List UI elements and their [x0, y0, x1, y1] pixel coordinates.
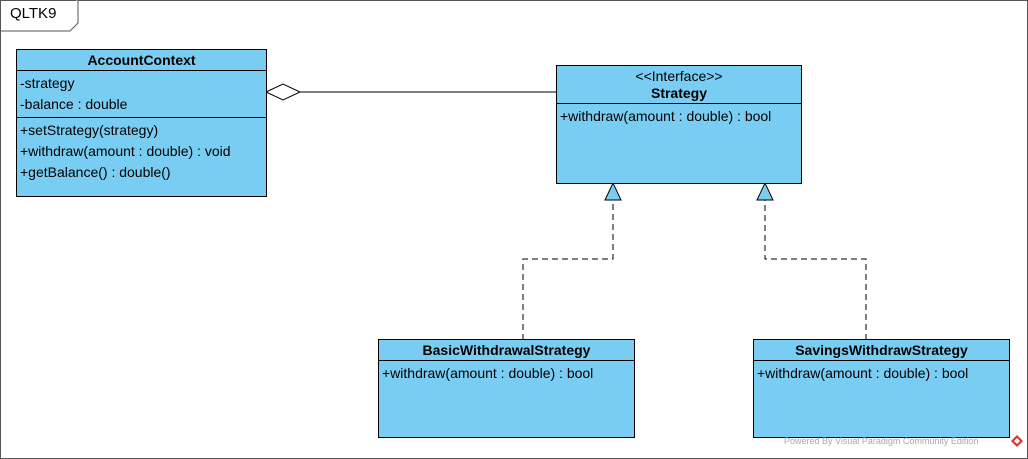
class-name: BasicWithdrawalStrategy — [379, 340, 634, 361]
class-header: <<Interface>> Strategy — [557, 66, 801, 104]
realization-arrowhead-savings — [756, 181, 774, 201]
attribute: -strategy — [20, 75, 75, 91]
class-basic-withdrawal-strategy[interactable]: BasicWithdrawalStrategy +withdraw(amount… — [378, 339, 635, 438]
class-name: AccountContext — [17, 50, 266, 71]
class-strategy-interface[interactable]: <<Interface>> Strategy +withdraw(amount … — [556, 65, 802, 184]
operation: +setStrategy(strategy) — [20, 122, 159, 138]
watermark-text: Powered By Visual Paradigm Community Edi… — [784, 436, 979, 446]
frame-tab — [0, 0, 79, 32]
realization-line-basic — [522, 200, 614, 340]
operation: +withdraw(amount : double) : bool — [560, 108, 772, 124]
frame-title: QLTK9 — [10, 5, 57, 22]
aggregation-diamond — [264, 83, 302, 101]
operation-compartment: +setStrategy(strategy) +withdraw(amount … — [17, 118, 266, 185]
class-savings-withdraw-strategy[interactable]: SavingsWithdrawStrategy +withdraw(amount… — [753, 339, 1010, 438]
class-name: SavingsWithdrawStrategy — [754, 340, 1009, 361]
attribute-compartment: -strategy -balance : double — [17, 71, 266, 118]
operation-compartment: +withdraw(amount : double) : bool — [754, 361, 1009, 386]
realization-arrowhead-basic — [604, 181, 622, 201]
realization-line-savings — [764, 200, 867, 340]
class-name: Strategy — [650, 85, 708, 101]
visual-paradigm-logo-icon — [1011, 435, 1023, 447]
operation: +withdraw(amount : double) : bool — [757, 365, 969, 381]
operation-compartment: +withdraw(amount : double) : bool — [379, 361, 634, 386]
stereotype: <<Interface>> — [635, 68, 723, 84]
attribute: -balance : double — [20, 96, 128, 112]
operation-compartment: +withdraw(amount : double) : bool — [557, 104, 801, 129]
operation: +withdraw(amount : double) : void — [20, 143, 231, 159]
operation: +withdraw(amount : double) : bool — [382, 365, 594, 381]
operation: +getBalance() : double() — [20, 164, 171, 180]
class-account-context[interactable]: AccountContext -strategy -balance : doub… — [16, 49, 267, 197]
